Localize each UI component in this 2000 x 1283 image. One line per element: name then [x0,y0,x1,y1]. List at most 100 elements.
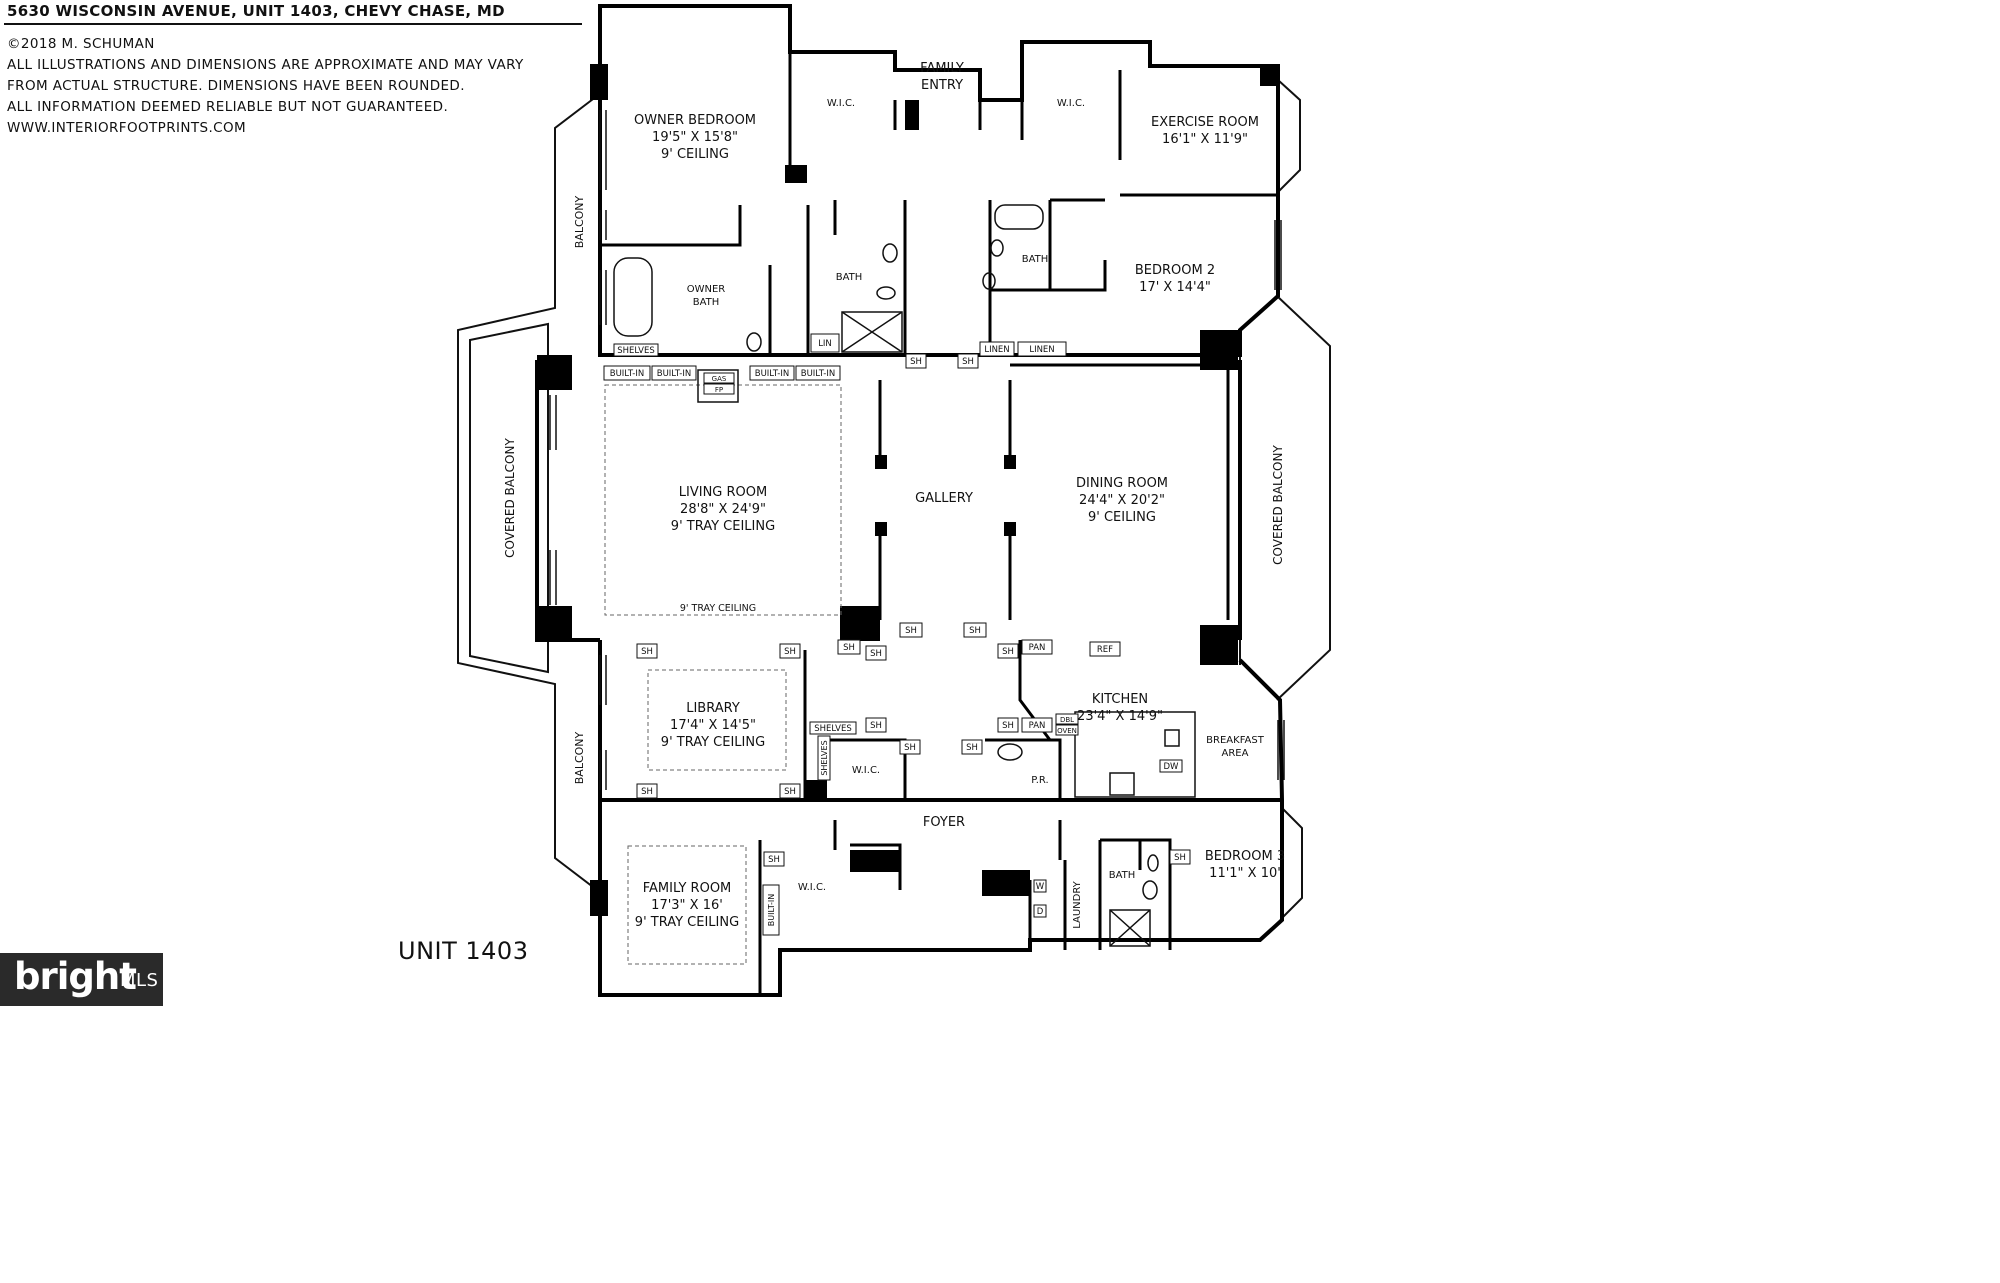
column [590,880,608,916]
window-owner-2 [599,210,607,240]
sh-label: SH [641,787,653,797]
sh-box [763,851,785,867]
toilet-center [876,286,896,300]
kitchen-sink [1164,729,1180,747]
column [805,780,827,802]
built-in-box-vertical [762,884,780,936]
property-address: 5630 WISCONSIN AVENUE, UNIT 1403, CHEVY … [7,2,505,20]
pr-label: P.R. [1031,775,1048,786]
dbl-label: DBL [1060,716,1074,724]
wall-bath-right [988,200,1052,355]
laundry-label: LAUNDRY [1072,880,1083,928]
unit-number-label: UNIT 1403 [398,937,529,965]
covered-balcony-left-label: COVERED BALCONY [503,438,517,558]
column [1004,522,1016,536]
sh-box [961,739,983,755]
built-in-label: BUILT-IN [657,369,691,379]
dining-room-dims: 24'4" X 20'2" [1079,493,1165,508]
disclaimer-line-2: FROM ACTUAL STRUCTURE. DIMENSIONS HAVE B… [7,78,465,94]
copyright-notice: ©2018 M. SCHUMAN [7,36,155,52]
shelves-label: SHELVES [814,724,852,734]
covered-balcony-outline-left [469,322,549,674]
window-library [599,655,607,705]
bedroom3-name: BEDROOM 3 [1205,849,1285,864]
sh-label: SH [966,743,978,753]
sink-center [882,243,898,263]
family-room-ceiling: 9' TRAY CEILING [635,915,739,930]
sh-box [636,643,658,659]
ref-label: REF [1097,645,1113,655]
built-in-box [651,365,697,381]
center-bath-label: BATH [836,272,863,283]
column [1260,66,1278,86]
dbl-box [1055,713,1079,725]
sh-box [963,622,987,638]
kitchen-dims: 23'4" X 14'9" [1077,709,1163,724]
balcony-left-bottom-label: BALCONY [573,731,586,784]
pan-box [1021,717,1053,733]
wall-owner-bedroom-right [600,52,792,247]
column [875,455,887,469]
linen-box [1017,341,1067,357]
owner-bedroom-dims: 19'5" X 15'8" [652,130,738,145]
built-in-box [603,365,651,381]
column [537,606,572,641]
built-in-box [795,365,841,381]
column [840,606,880,641]
shower-bottom [1109,909,1151,947]
oven-box [1055,724,1079,736]
disclaimer-line-1: ALL ILLUSTRATIONS AND DIMENSIONS ARE APP… [7,57,524,73]
sh-label: SH [870,649,882,659]
family-entry-line-1: FAMILY [920,61,964,76]
sh-label: SH [1002,647,1014,657]
kitchen-name: KITCHEN [1092,692,1148,707]
sh-label: SH [969,626,981,636]
sh-box [865,717,887,733]
covered-balcony-outline-right [1276,295,1331,701]
gas-box [703,372,735,384]
w-box [1033,879,1047,893]
bathtub-owner [613,257,653,337]
living-tray-ceiling-label: 9' TRAY CEILING [680,603,756,614]
right-bath-label: BATH [1022,254,1049,265]
sh-label: SH [1174,853,1186,863]
wall-laundry [1028,840,1102,950]
gas-label: GAS [712,375,727,383]
dw-box [1159,759,1183,773]
wall-center-bath [833,200,907,357]
logo-suffix: MLS [120,970,159,991]
wall-family-room [598,800,902,995]
sh-label: SH [962,357,974,367]
wic-library-label: W.I.C. [852,765,880,776]
shelves-box [809,721,857,735]
bedroom2-name: BEDROOM 2 [1135,263,1215,278]
window-owner [599,110,607,190]
family-room-dims: 17'3" X 16' [651,898,723,913]
sh-label: SH [784,647,796,657]
balcony-outline-left-top [457,95,598,891]
cooktop [1109,772,1135,796]
linen-label: LINEN [1029,345,1054,355]
toilet-owner [746,332,762,352]
living-room-ceiling: 9' TRAY CEILING [671,519,775,534]
shelves-label: SHELVES [617,346,655,356]
sh-label: SH [870,721,882,731]
sh-box [837,639,861,655]
bright-mls-logo: bright MLS [0,953,163,1006]
balcony-left-top-label: BALCONY [573,195,586,248]
shower-center-x [841,311,903,353]
column [785,165,807,183]
fireplace-box [697,369,739,403]
sh-label: SH [768,855,780,865]
website-link[interactable]: WWW.INTERIORFOOTPRINTS.COM [7,120,247,136]
bath-bottom-label: BATH [1109,870,1136,881]
bay-window-exercise [1277,79,1301,193]
disclaimer-line-3: ALL INFORMATION DEEMED RELIABLE BUT NOT … [7,99,449,115]
shower-center [841,311,903,353]
owner-bath-line-2: BATH [693,297,720,308]
ref-box [1089,641,1121,657]
pan-box [1021,639,1053,655]
living-room-dims: 28'8" X 24'9" [680,502,766,517]
column [850,850,900,872]
sh-box [997,643,1019,659]
